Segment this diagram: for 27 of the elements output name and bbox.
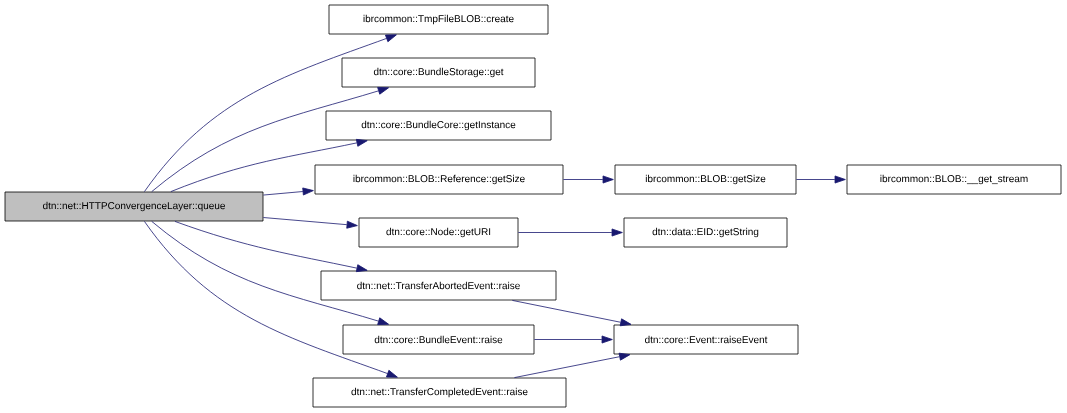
- arrow: [170, 138, 368, 192]
- arrow: [511, 300, 632, 327]
- arrow: [534, 335, 613, 344]
- function-box: dtn::data::EID::getString: [623, 217, 788, 248]
- arrow: [151, 221, 389, 325]
- arrow: [514, 352, 631, 378]
- function-box: ibrcommon::BLOB::__get_stream: [846, 164, 1062, 195]
- arrow: [263, 217, 358, 229]
- function-box: dtn::core::Event::raiseEvent: [613, 324, 799, 355]
- arrow: [174, 221, 368, 273]
- arrow: [144, 34, 397, 192]
- arrow: [151, 87, 389, 192]
- function-box: dtn::net::TransferAbortedEvent::raise: [320, 270, 557, 301]
- function-box: dtn::net::HTTPConvergenceLayer::queue: [4, 191, 264, 222]
- function-box: dtn::net::TransferCompletedEvent::raise: [312, 377, 567, 408]
- function-box: dtn::core::BundleEvent::raise: [342, 324, 535, 355]
- arrow: [263, 187, 314, 196]
- function-box: dtn::core::Node::getURI: [358, 217, 519, 248]
- function-box: ibrcommon::TmpFileBLOB::create: [328, 4, 549, 35]
- function-box: ibrcommon::BLOB::Reference::getSize: [314, 164, 564, 195]
- function-box: dtn::core::BundleStorage::get: [341, 57, 536, 88]
- arrow: [144, 221, 398, 378]
- arrow: [563, 175, 614, 184]
- arrow: [518, 228, 623, 237]
- arrow: [796, 175, 846, 184]
- function-box: dtn::core::BundleCore::getInstance: [325, 110, 552, 141]
- function-box: ibrcommon::BLOB::getSize: [614, 164, 797, 195]
